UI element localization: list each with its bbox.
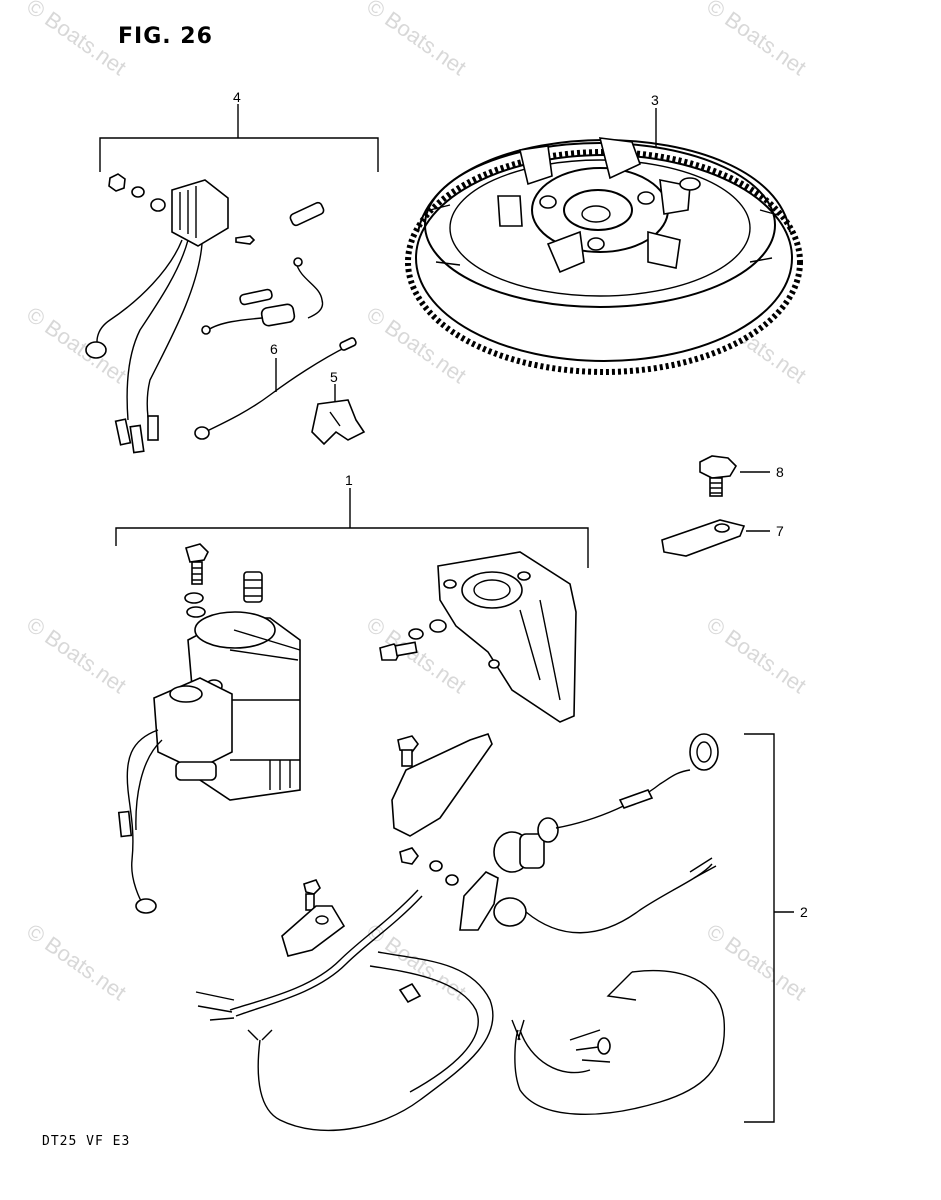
callout-2[interactable]: 2 (744, 733, 808, 1123)
callout-number: 8 (776, 464, 784, 480)
callout-number: 3 (651, 92, 659, 108)
callout-5[interactable]: 5 (330, 369, 338, 402)
lead-wire (194, 337, 357, 440)
callout-number: 4 (233, 89, 241, 105)
flywheel (405, 137, 803, 375)
callout-1[interactable]: 1 (115, 472, 589, 568)
watermark: © Boats.net (702, 919, 811, 1006)
callout-3[interactable]: 3 (651, 92, 659, 148)
starter-motor (117, 543, 301, 914)
callout-number: 2 (800, 904, 808, 920)
callout-number: 1 (345, 472, 353, 488)
watermark: © Boats.net (22, 0, 131, 80)
callout-number: 5 (330, 369, 338, 385)
watermark: © Boats.net (22, 302, 131, 389)
callout-7[interactable]: 7 (746, 523, 784, 539)
model-code: DT25 VF E3 (42, 1134, 131, 1149)
bolt (699, 455, 738, 497)
watermark: © Boats.net (22, 612, 131, 699)
watermark: © Boats.net (702, 0, 811, 80)
callout-4[interactable]: 4 (99, 89, 379, 172)
figure-title: FIG. 26 (118, 24, 213, 49)
mounting-bracket (379, 551, 577, 723)
rectifier-kit (85, 173, 325, 454)
watermark: © Boats.net (22, 919, 131, 1006)
washer-plate (661, 519, 746, 557)
wiring-harness (195, 733, 726, 1132)
watermark: © Boats.net (362, 0, 471, 80)
callout-8[interactable]: 8 (740, 464, 784, 480)
callout-number: 7 (776, 523, 784, 539)
callout-number: 6 (270, 341, 278, 357)
clamp (311, 399, 366, 446)
watermark: © Boats.net (702, 612, 811, 699)
callout-6[interactable]: 6 (270, 341, 278, 392)
